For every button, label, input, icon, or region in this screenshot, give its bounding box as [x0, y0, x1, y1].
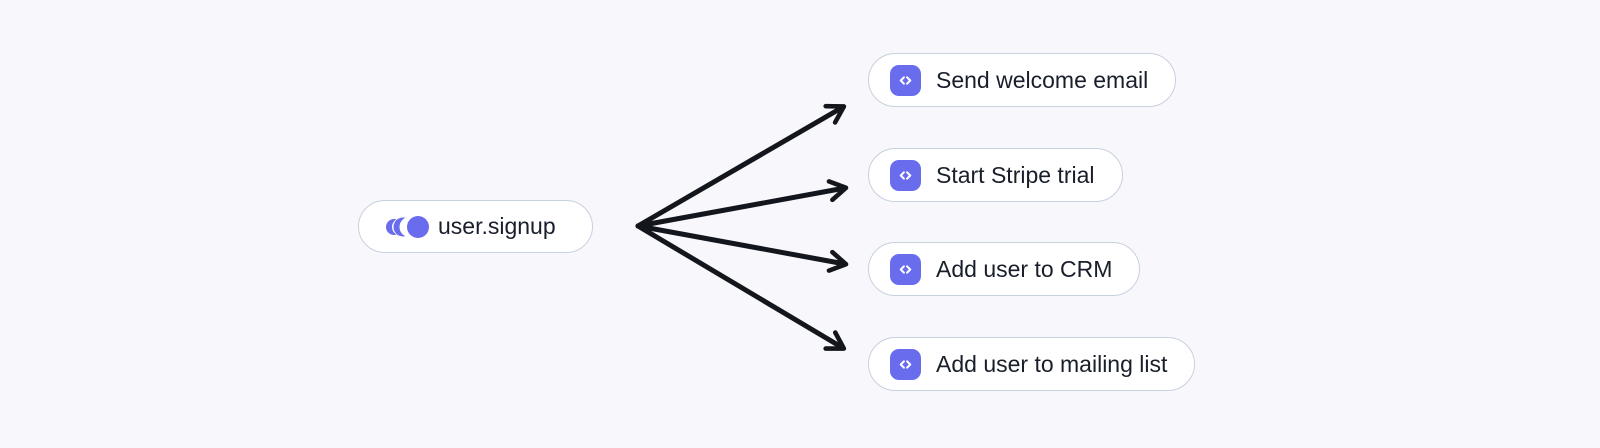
- function-node-start-stripe-trial: Start Stripe trial: [868, 148, 1123, 202]
- code-icon: [890, 348, 921, 380]
- code-icon: [890, 64, 921, 96]
- function-label: Add user to mailing list: [936, 350, 1168, 377]
- function-node-send-welcome-email: Send welcome email: [868, 53, 1177, 107]
- function-node-add-user-to-crm: Add user to CRM: [868, 242, 1141, 296]
- code-icon: [890, 159, 921, 191]
- function-node-add-user-to-mailing-list: Add user to mailing list: [868, 337, 1196, 391]
- arrow-edge-2: [635, 179, 849, 229]
- arrow-edge-4: [635, 223, 847, 351]
- trigger-node-user-signup: user.signup: [358, 200, 593, 253]
- function-label: Send welcome email: [936, 66, 1149, 93]
- arrow-edge-1: [635, 103, 847, 229]
- function-label: Start Stripe trial: [936, 161, 1095, 188]
- arrow-edge-3: [635, 223, 849, 273]
- event-pulse-icon: [386, 215, 429, 238]
- function-label: Add user to CRM: [936, 255, 1113, 282]
- code-icon: [890, 253, 921, 285]
- trigger-label: user.signup: [438, 213, 556, 239]
